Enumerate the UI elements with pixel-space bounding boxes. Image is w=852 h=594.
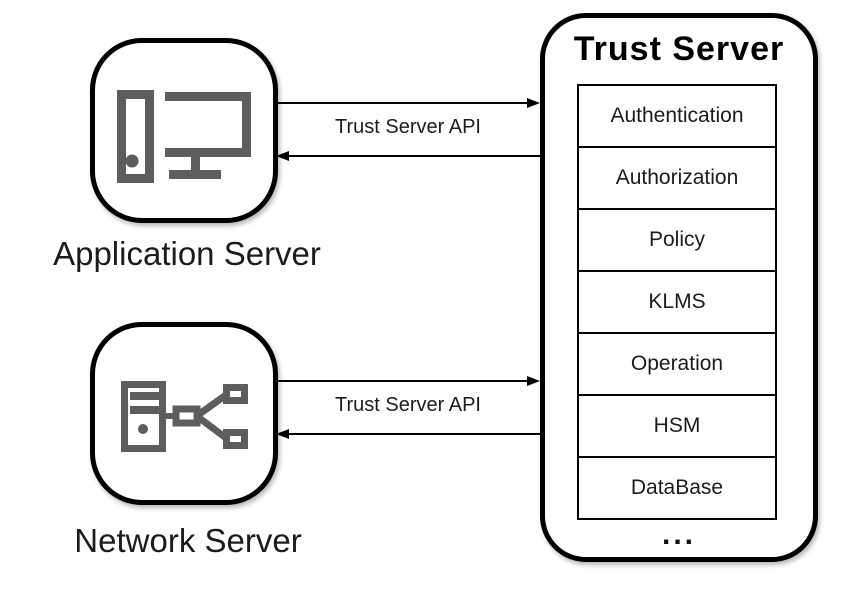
network-server-label: Network Server xyxy=(74,522,302,559)
network-server-node xyxy=(90,322,278,505)
arrow-right-icon xyxy=(276,98,540,108)
trust-module-row: KLMS xyxy=(577,270,777,334)
trust-module-row: Policy xyxy=(577,208,777,272)
trust-module-row: DataBase xyxy=(577,456,777,520)
arrow-left-icon xyxy=(276,151,540,161)
application-server-node xyxy=(90,38,278,223)
desktop-computer-icon xyxy=(117,90,251,183)
trust-module-stack: Authentication Authorization Policy KLMS… xyxy=(577,84,777,520)
arrow-right-icon xyxy=(276,376,540,386)
network-server-icon xyxy=(120,381,248,452)
trust-module-row: HSM xyxy=(577,394,777,458)
trust-module-row: Authentication xyxy=(577,84,777,148)
connector-label-app-trust: Trust Server API xyxy=(335,116,481,138)
trust-module-row: Authorization xyxy=(577,146,777,210)
arrow-left-icon xyxy=(276,429,540,439)
application-server-label: Application Server xyxy=(53,235,321,272)
connector-arrows-app-trust xyxy=(276,98,540,161)
connector-arrows-net-trust xyxy=(276,376,540,439)
connector-label-net-trust: Trust Server API xyxy=(335,394,481,416)
trust-server-node: Trust Server Authentication Authorizatio… xyxy=(540,13,818,562)
trust-server-title: Trust Server xyxy=(573,30,785,68)
trust-module-row: Operation xyxy=(577,332,777,396)
more-modules-ellipsis: ... xyxy=(661,518,696,551)
